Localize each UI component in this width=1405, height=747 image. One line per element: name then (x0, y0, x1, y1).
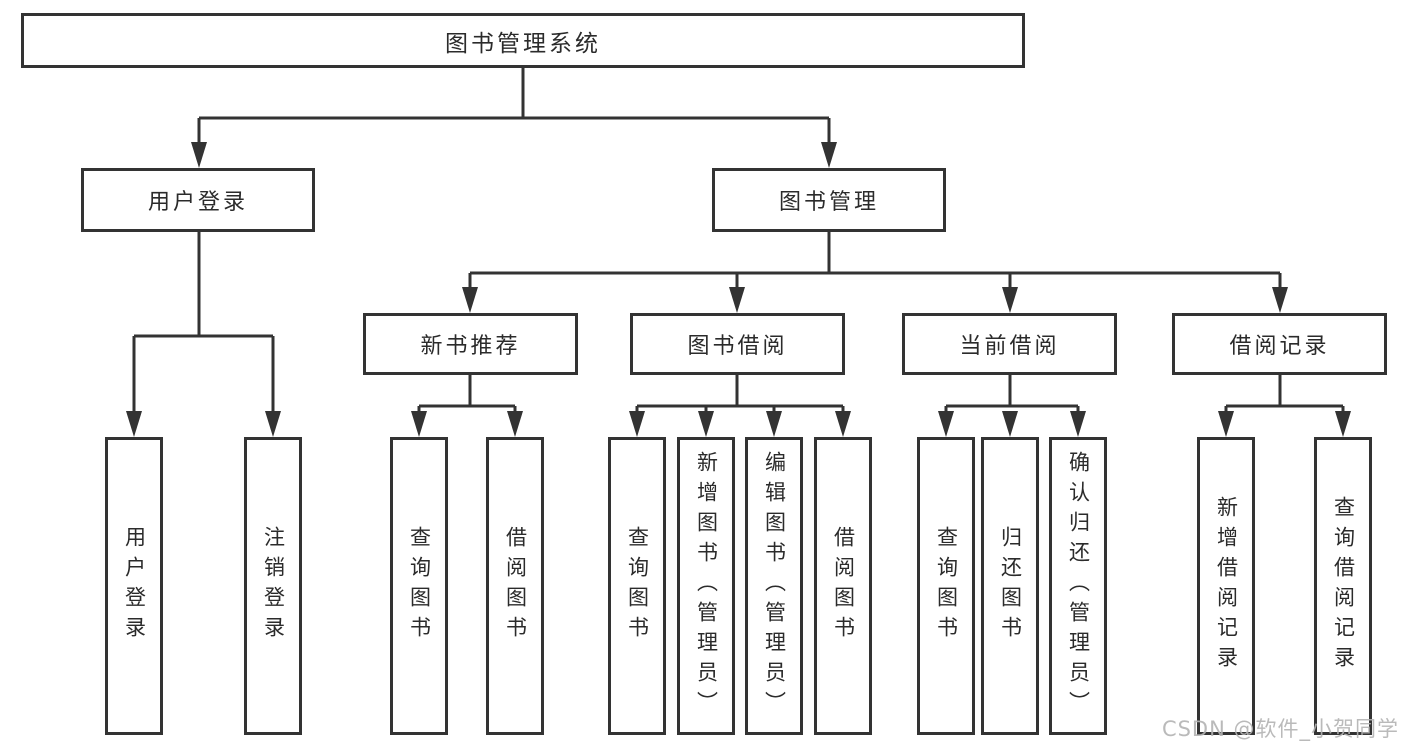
node-root: 图书管理系统 (21, 13, 1025, 68)
leaf-logout: 注销登录 (244, 437, 302, 735)
leaf-return-book-label: 归还图书 (998, 526, 1023, 646)
node-user-login-branch: 用户登录 (81, 168, 315, 232)
node-new-book-recommend-label: 新书推荐 (420, 334, 521, 359)
leaf-add-borrow-record: 新增借阅记录 (1197, 437, 1255, 735)
node-book-management: 图书管理 (712, 168, 946, 232)
leaf-add-book-admin: 新增图书（管理员） (677, 437, 735, 735)
leaf-edit-book-admin: 编辑图书（管理员） (745, 437, 803, 735)
leaf-query-borrow-record-label: 查询借阅记录 (1331, 496, 1356, 676)
leaf-confirm-return-admin-label: 确认归还（管理员） (1066, 451, 1091, 721)
arrowheads (126, 142, 1351, 437)
leaf-confirm-return-admin: 确认归还（管理员） (1049, 437, 1107, 735)
leaf-user-login-label: 用户登录 (122, 526, 147, 646)
node-book-borrow-label: 图书借阅 (687, 334, 788, 359)
leaf-edit-book-admin-label: 编辑图书（管理员） (762, 451, 787, 721)
leaf-borrow-books-recommend: 借阅图书 (486, 437, 544, 735)
node-user-login-branch-label: 用户登录 (147, 190, 248, 215)
leaf-query-books-current: 查询图书 (917, 437, 975, 735)
leaf-add-book-admin-label: 新增图书（管理员） (694, 451, 719, 721)
leaf-query-books-borrow: 查询图书 (608, 437, 666, 735)
leaf-query-borrow-record: 查询借阅记录 (1314, 437, 1372, 735)
node-book-management-label: 图书管理 (778, 190, 879, 215)
leaf-return-book: 归还图书 (981, 437, 1039, 735)
node-book-borrow: 图书借阅 (630, 313, 845, 375)
node-current-borrow: 当前借阅 (902, 313, 1117, 375)
leaf-borrow-books: 借阅图书 (814, 437, 872, 735)
leaf-query-books-recommend-label: 查询图书 (407, 526, 432, 646)
leaf-borrow-books-recommend-label: 借阅图书 (503, 526, 528, 646)
node-borrow-records: 借阅记录 (1172, 313, 1387, 375)
leaf-logout-label: 注销登录 (261, 526, 286, 646)
leaf-user-login: 用户登录 (105, 437, 163, 735)
leaf-add-borrow-record-label: 新增借阅记录 (1214, 496, 1239, 676)
leaf-query-books-recommend: 查询图书 (390, 437, 448, 735)
csdn-watermark: CSDN @软件_小贺同学 (1161, 717, 1399, 741)
node-borrow-records-label: 借阅记录 (1229, 334, 1330, 359)
node-current-borrow-label: 当前借阅 (959, 334, 1060, 359)
node-new-book-recommend: 新书推荐 (363, 313, 578, 375)
leaf-borrow-books-label: 借阅图书 (831, 526, 856, 646)
leaf-query-books-current-label: 查询图书 (934, 526, 959, 646)
node-root-label: 图书管理系统 (445, 30, 601, 57)
leaf-query-books-borrow-label: 查询图书 (625, 526, 650, 646)
